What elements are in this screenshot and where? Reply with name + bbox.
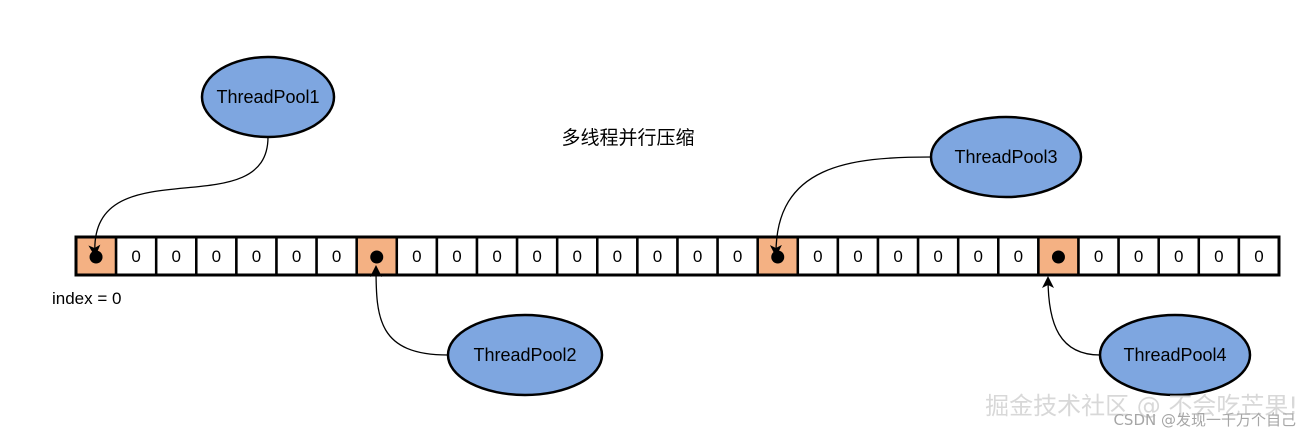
- watermark-sub: CSDN @发现一千万个自己: [1113, 411, 1296, 429]
- buffer-cell: 0: [596, 235, 639, 277]
- buffer-cell: 0: [876, 235, 920, 277]
- cell-value: 0: [332, 247, 341, 266]
- buffer-cell: 0: [1157, 235, 1201, 277]
- cell-dot: [370, 250, 384, 264]
- buffer-cell: 0: [636, 235, 679, 277]
- cell-value: 0: [1014, 247, 1023, 266]
- buffer-cell: 0: [676, 235, 719, 277]
- cell-value: 0: [532, 247, 541, 266]
- cell-value: 0: [653, 247, 662, 266]
- cell-dot: [1051, 250, 1065, 264]
- buffer-cell: 0: [515, 235, 559, 277]
- buffer-cell: 0: [1197, 235, 1241, 277]
- buffer-cell-marked: [355, 235, 399, 277]
- thread-pool-3-label: ThreadPool3: [954, 147, 1057, 167]
- buffer-cell: 0: [395, 235, 439, 277]
- buffer-cell: 0: [154, 235, 198, 277]
- buffer-cell: 0: [1117, 235, 1160, 277]
- buffer-cell: 0: [716, 235, 759, 277]
- cell-value: 0: [813, 247, 822, 266]
- cell-value: 0: [131, 247, 140, 266]
- connectors: [88, 136, 1101, 356]
- cell-value: 0: [252, 247, 261, 266]
- cell-dot: [771, 250, 785, 264]
- cell-value: 0: [212, 247, 221, 266]
- thread-pool-1: ThreadPool1: [200, 55, 336, 139]
- buffer-cell: 0: [916, 235, 960, 277]
- buffer-border: [74, 235, 1281, 277]
- buffer-cell: 0: [1237, 235, 1281, 277]
- buffer-cell: 0: [1077, 235, 1120, 277]
- buffer-cell: 0: [555, 235, 599, 277]
- cell-value: 0: [974, 247, 983, 266]
- thread-pool-4: ThreadPool4: [1098, 313, 1252, 397]
- thread-pool-2-label: ThreadPool2: [473, 345, 576, 365]
- cell-value: 0: [1134, 247, 1143, 266]
- buffer-cell: 0: [836, 235, 880, 277]
- cell-value: 0: [733, 247, 742, 266]
- buffer-cell: 0: [435, 235, 479, 277]
- thread-pool-3: ThreadPool3: [929, 115, 1083, 199]
- buffer-cell: 0: [235, 235, 278, 277]
- buffer-cells: 0 0 0 0 0 0 0 0 0 0 0 0 0 0 0 0 0 0 0 0 0 0 0 0 0 0: [74, 235, 1281, 277]
- buffer-cell: 0: [275, 235, 318, 277]
- connector-pool4: [1042, 276, 1101, 356]
- cell-value: 0: [492, 247, 501, 266]
- index-label: index = 0: [52, 289, 121, 308]
- buffer-cell: 0: [475, 235, 519, 277]
- thread-pool-1-label: ThreadPool1: [216, 87, 319, 107]
- cell-value: 0: [452, 247, 461, 266]
- cell-value: 0: [172, 247, 181, 266]
- cell-value: 0: [412, 247, 421, 266]
- buffer-cell-marked: [74, 235, 118, 277]
- cell-value: 0: [573, 247, 582, 266]
- watermark-main: 掘金技术社区 @ 不会吃芒果!: [985, 392, 1298, 420]
- connector-pool3: [769, 156, 932, 257]
- buffer-cell-marked: [1037, 235, 1080, 277]
- connector-pool2: [370, 265, 449, 356]
- diagram-title: 多线程并行压缩: [561, 127, 694, 149]
- cell-value: 0: [1214, 247, 1223, 266]
- cell-dot: [89, 250, 103, 264]
- buffer-cell: 0: [997, 235, 1040, 277]
- cell-value: 0: [1254, 247, 1263, 266]
- thread-pool-2: ThreadPool2: [446, 313, 604, 397]
- buffer-cell: 0: [114, 235, 158, 277]
- buffer-cell-marked: [756, 235, 800, 277]
- cell-value: 0: [1174, 247, 1183, 266]
- cell-value: 0: [1094, 247, 1103, 266]
- cell-value: 0: [853, 247, 862, 266]
- thread-pool-4-label: ThreadPool4: [1123, 345, 1226, 365]
- buffer-cell: 0: [315, 235, 358, 277]
- buffer-cell: 0: [195, 235, 238, 277]
- buffer-cell: 0: [796, 235, 840, 277]
- connector-pool1: [88, 136, 269, 257]
- cell-value: 0: [292, 247, 301, 266]
- cell-value: 0: [933, 247, 942, 266]
- cell-value: 0: [893, 247, 902, 266]
- buffer-cell: 0: [956, 235, 1000, 277]
- cell-value: 0: [613, 247, 622, 266]
- cell-value: 0: [693, 247, 702, 266]
